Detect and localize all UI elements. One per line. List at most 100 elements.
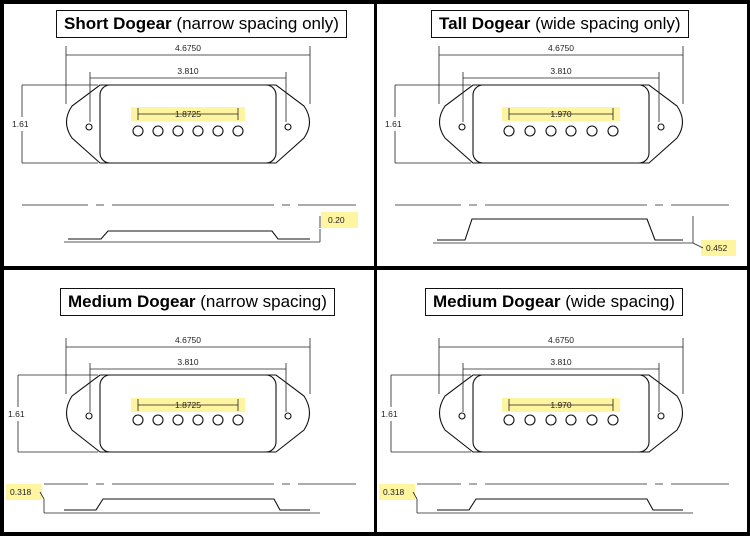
pole-piece [192,414,204,426]
pole-piece [503,414,515,426]
pickup-drawing: 1.970 4.6750 3.810 [379,335,729,514]
panel-title: Medium Dogear (wide spacing) [425,288,683,316]
mounting-hole-left [458,412,466,420]
panel-title: Short Dogear (narrow spacing only) [56,10,347,38]
pole-spacing-label: 1.970 [550,109,572,119]
panel-title: Medium Dogear (narrow spacing) [60,288,335,316]
top-view: 1.970 4.6750 3.810 [385,43,684,164]
side-height-label: 0.20 [328,215,345,225]
pole-piece [132,125,144,137]
mounting-hole-left [85,412,93,420]
side-dim-leader [39,491,45,500]
pole-spacing-label: 1.8725 [175,109,201,119]
side-dim-highlight [379,484,415,500]
pole-piece [172,125,184,137]
pole-piece [172,414,184,426]
title-bold: Medium Dogear [433,292,561,311]
title-bold: Tall Dogear [439,14,531,33]
side-profile [68,230,310,240]
pole-pieces [132,414,244,426]
pole-piece [212,414,224,426]
pole-piece [607,414,619,426]
dogear-outline [65,84,311,164]
pole-piece [524,125,536,137]
panel-tall-dogear: Tall Dogear (wide spacing only) 1.970 [377,4,747,266]
outer-width-label: 4.6750 [175,43,201,53]
side-profile [437,498,683,511]
side-dim-leader [692,242,704,249]
pole-piece [524,414,536,426]
side-dim-highlight [701,240,736,256]
pole-piece [586,125,598,137]
inner-width-label: 3.810 [177,357,199,367]
side-view: 0.20 [22,204,358,243]
side-profile [64,498,310,511]
outer-width-label: 4.6750 [548,43,574,53]
mounting-hole-right [657,123,665,131]
outer-width-label: 4.6750 [175,335,201,345]
mounting-hole-right [657,412,665,420]
pole-piece [232,125,244,137]
side-dim-leader [412,491,418,500]
pole-spacing-label: 1.8725 [175,400,201,410]
top-view: 1.8725 4.6750 3.810 [12,43,311,164]
mounting-hole-left [85,123,93,131]
pole-piece [132,414,144,426]
side-dim-highlight [321,212,358,228]
mounting-hole-right [284,412,292,420]
pole-piece [586,414,598,426]
height-label: 1.61 [381,409,398,419]
pole-piece [503,125,515,137]
pole-piece [232,414,244,426]
pickup-cover [472,374,650,453]
title-bold: Medium Dogear [68,292,196,311]
pickup-drawing: 1.8725 4.6750 3.810 [6,335,356,514]
top-view: 1.970 4.6750 3.810 [381,335,684,453]
inner-width-label: 3.810 [177,66,199,76]
title-rest: (narrow spacing only) [176,14,339,33]
title-rest: (wide spacing) [565,292,675,311]
side-dim-highlight [6,484,42,500]
panel-short-dogear: Short Dogear (narrow spacing only) 1.872… [4,4,374,266]
panel-medium-dogear-wide: Medium Dogear (wide spacing) 1.970 [377,270,747,532]
title-bold: Short Dogear [64,14,172,33]
height-label: 1.61 [385,119,402,129]
pole-pieces [132,125,244,137]
title-rest: (narrow spacing) [200,292,327,311]
pole-spacing-label: 1.970 [550,400,572,410]
inner-width-label: 3.810 [550,357,572,367]
pole-pieces [503,414,619,426]
pole-piece [565,414,577,426]
side-view: 0.318 [379,483,729,514]
pole-piece [192,125,204,137]
side-profile [437,218,683,241]
pickup-cover [472,84,650,164]
inner-width-label: 3.810 [550,66,572,76]
pickup-cover [99,84,277,164]
dogear-outline [438,84,684,164]
outer-width-label: 4.6750 [548,335,574,345]
mounting-hole-left [458,123,466,131]
mounting-hole-right [284,123,292,131]
dogear-outline [438,374,684,453]
height-label: 1.61 [12,119,29,129]
pole-piece [607,125,619,137]
side-height-label: 0.318 [383,487,405,497]
pole-piece [212,125,224,137]
panel-title: Tall Dogear (wide spacing only) [431,10,689,38]
pole-piece [565,125,577,137]
side-view: 0.452 [395,204,736,256]
side-view: 0.318 [6,483,356,514]
pickup-cover [99,374,277,453]
top-view: 1.8725 4.6750 3.810 [8,335,311,453]
pole-piece [152,414,164,426]
panel-medium-dogear-narrow: Medium Dogear (narrow spacing) 1.8725 [4,270,374,532]
pickup-drawing: 1.8725 4.6750 3.810 [12,43,358,243]
side-height-label: 0.452 [706,243,728,253]
dogear-outline [65,374,311,453]
height-label: 1.61 [8,409,25,419]
pole-piece [545,125,557,137]
pickup-drawing: 1.970 4.6750 3.810 [385,43,736,256]
pole-piece [152,125,164,137]
